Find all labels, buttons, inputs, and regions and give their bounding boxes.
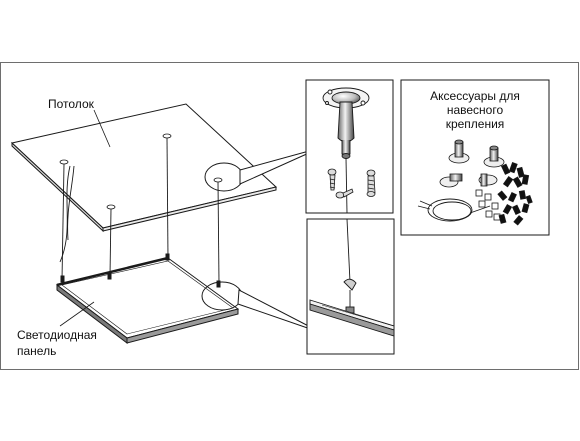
accessories-title-line2: навесного (446, 103, 504, 117)
panel-label-line1: Светодиодная (17, 328, 97, 342)
panel-leader-line (59, 301, 95, 327)
outer-frame (0, 62, 579, 370)
accessories-title-line3: крепления (445, 117, 505, 131)
ceiling-anchor-detail (322, 87, 370, 214)
black-fasteners (497, 162, 533, 226)
accessories-box (400, 79, 550, 236)
led-panel (55, 256, 240, 345)
cable-coil (417, 198, 491, 222)
panel-label-line2: панель (17, 344, 57, 358)
accessories-parts (417, 139, 533, 226)
panel-clip-detail (309, 218, 395, 337)
accessories-title-line1: Аксессуары для (430, 89, 520, 103)
ceiling-plate (10, 103, 278, 233)
suspension-cables (59, 137, 220, 284)
panel-cable-clips (60, 253, 221, 288)
anchor-part (448, 139, 470, 164)
callout-wedge-panel (237, 289, 323, 334)
accessories-title: Аксессуары для навесного крепления (408, 89, 542, 131)
screws-detail (327, 168, 376, 199)
anchor-part (478, 173, 498, 187)
ceiling-leader-line (93, 109, 111, 148)
ceiling-label: Потолок (48, 97, 94, 111)
callout-wedge-ceiling (239, 147, 321, 185)
anchor-part (439, 173, 463, 188)
anchor-part (483, 145, 505, 168)
